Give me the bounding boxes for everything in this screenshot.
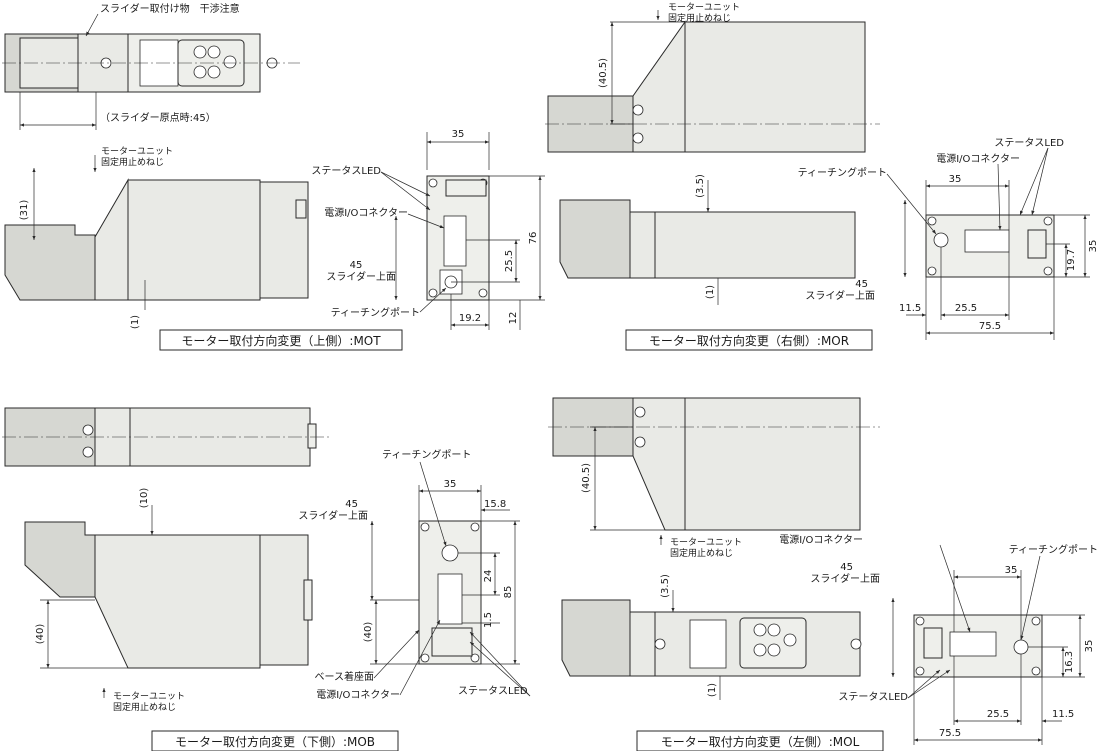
mor-dim-3-5: (3.5)	[695, 174, 706, 198]
mol-slider-top-l1: 45	[840, 562, 853, 573]
mob-dim-85: 85	[503, 586, 514, 599]
mol-slider-top-l2: スライダー上面	[810, 572, 880, 585]
mob-top-view	[2, 407, 330, 467]
mot-dim-31: (31)	[19, 200, 30, 221]
mor-dim-19-7: 19.7	[1066, 249, 1077, 271]
mot-dim-25-5: 25.5	[504, 250, 515, 272]
mob-dim-35: 35	[444, 479, 457, 490]
mot-dim-19-2: 19.2	[459, 313, 481, 324]
mor-dim-1: (1)	[705, 285, 716, 299]
mob-dim-1-5: 1.5	[483, 612, 494, 628]
mol-dim-75-5: 75.5	[939, 728, 961, 739]
mor-power-io-label: 電源I/Oコネクター	[936, 152, 1020, 165]
mob-motor-unit-screw-line2: 固定用止めねじ	[113, 701, 176, 713]
mot-top-view: スライダー取付け物 干渉注意 （スライダー原点時:45）	[2, 2, 300, 130]
mor-end-view: 35 35 19.7 11.5 25.5 75.5 ステータスLED 電源I/O…	[798, 137, 1099, 340]
mob-teaching-port-label: ティーチングポート	[382, 448, 471, 461]
mob-slider-top-l1: 45	[345, 499, 358, 510]
mob-caption-box	[151, 730, 399, 751]
mot-motor-unit-screw-line1: モーターユニット	[101, 146, 173, 157]
mot-slider-origin-label: （スライダー原点時:45）	[100, 111, 216, 124]
mob-caption: モーター取付方向変更（下側）:MOB	[175, 734, 375, 749]
mob-motor-unit-screw-line1: モーターユニット	[113, 691, 185, 702]
mol-motor-unit-screw-line1: モーターユニット	[670, 537, 742, 548]
mot-side-view: モーターユニット 固定用止めねじ (31) (1)	[4, 146, 309, 329]
mob-end-view: 35 15.8 85 24 1.5 45 スライダー上面 (40) ティーチング…	[298, 448, 531, 701]
mot-motor-unit-screw-line2: 固定用止めねじ	[101, 156, 164, 168]
mob-power-io-label: 電源I/Oコネクター	[316, 688, 400, 701]
mob-base-mount-label: ベース着座面	[315, 670, 375, 683]
mob-side-view: (10) (40) モーターユニット 固定用止めねじ	[24, 488, 313, 713]
mob-dim-40-right: (40)	[363, 622, 374, 643]
mor-slider-top-l1: 45	[855, 279, 868, 290]
mot-end-view: 35 76 25.5 19.2 12 ステータスLED 電源I/Oコネクター 4…	[311, 129, 545, 330]
mol-top-view: (40.5) モーターユニット 固定用止めねじ	[548, 397, 880, 559]
mor-top-view: モーターユニット 固定用止めねじ (40.5)	[545, 2, 880, 153]
mol-motor-unit-screw-line2: 固定用止めねじ	[670, 547, 733, 559]
mol-keypad	[739, 617, 807, 669]
mot-dim-35: 35	[452, 129, 465, 140]
mol-end-view: 35 35 16.3 25.5 11.5 75.5 電源I/Oコネクター ティー…	[779, 533, 1098, 745]
mor-dim-75-5: 75.5	[979, 321, 1001, 332]
mor-dim-11-5: 11.5	[899, 303, 921, 314]
mob-status-led-label: ステータスLED	[458, 685, 528, 697]
mor-dim-35-top: 35	[949, 174, 962, 185]
mob-dim-10: (10)	[139, 488, 150, 509]
mot-slider-top-l2: スライダー上面	[326, 270, 396, 283]
mor-motor-unit-screw-line2: 固定用止めねじ	[668, 12, 731, 24]
mor-caption-box	[625, 329, 873, 351]
mob-dim-15-8: 15.8	[484, 499, 506, 510]
mot-status-led-label: ステータスLED	[311, 165, 381, 177]
mor-dim-40-5: (40.5)	[598, 58, 609, 88]
mor-teaching-port-label: ティーチングポート	[798, 166, 887, 179]
mot-dim-76: 76	[528, 232, 539, 245]
mot-power-io-label: 電源I/Oコネクター	[324, 206, 408, 219]
mol-side-view: (3.5) (1)	[561, 574, 862, 700]
mor-dim-25-5: 25.5	[955, 303, 977, 314]
mol-dim-3-5: (3.5)	[660, 574, 671, 598]
mot-dim-12: 12	[508, 312, 519, 325]
mot-slider-interference-label: スライダー取付け物 干渉注意	[100, 2, 240, 15]
mol-dim-40-5: (40.5)	[581, 463, 592, 493]
mol-dim-1: (1)	[707, 683, 718, 697]
mot-slider-top-l1: 45	[350, 260, 363, 271]
mot-dim-1: (1)	[130, 315, 141, 329]
mol-dim-25-5: 25.5	[987, 709, 1009, 720]
mol-dim-16-3: 16.3	[1064, 651, 1075, 673]
mol-power-io-label: 電源I/Oコネクター	[779, 533, 863, 546]
mot-caption: モーター取付方向変更（上側）:MOT	[181, 333, 381, 348]
mol-dim-35-top: 35	[1005, 565, 1018, 576]
mol-caption: モーター取付方向変更（左側）:MOL	[661, 734, 860, 749]
mor-slider-top-l2: スライダー上面	[805, 289, 875, 302]
mol-caption-box	[636, 730, 884, 751]
mor-caption: モーター取付方向変更（右側）:MOR	[649, 333, 849, 348]
mol-dim-35-right: 35	[1084, 640, 1095, 653]
mol-teaching-port-label: ティーチングポート	[1009, 543, 1098, 556]
mor-status-led-label: ステータスLED	[994, 137, 1064, 149]
mol-status-led-label: ステータスLED	[838, 691, 908, 703]
mol-dim-11-5: 11.5	[1052, 709, 1074, 720]
mob-slider-top-l2: スライダー上面	[298, 509, 368, 522]
mot-teaching-port-label: ティーチングポート	[331, 306, 420, 319]
mor-dim-35-right: 35	[1088, 240, 1099, 253]
mor-side-view: (3.5) (1)	[559, 174, 856, 305]
mob-dim-40-left: (40)	[35, 624, 46, 645]
mor-motor-unit-screw-line1: モーターユニット	[668, 2, 740, 13]
mot-caption-box	[159, 329, 403, 351]
mob-dim-24: 24	[483, 570, 494, 583]
